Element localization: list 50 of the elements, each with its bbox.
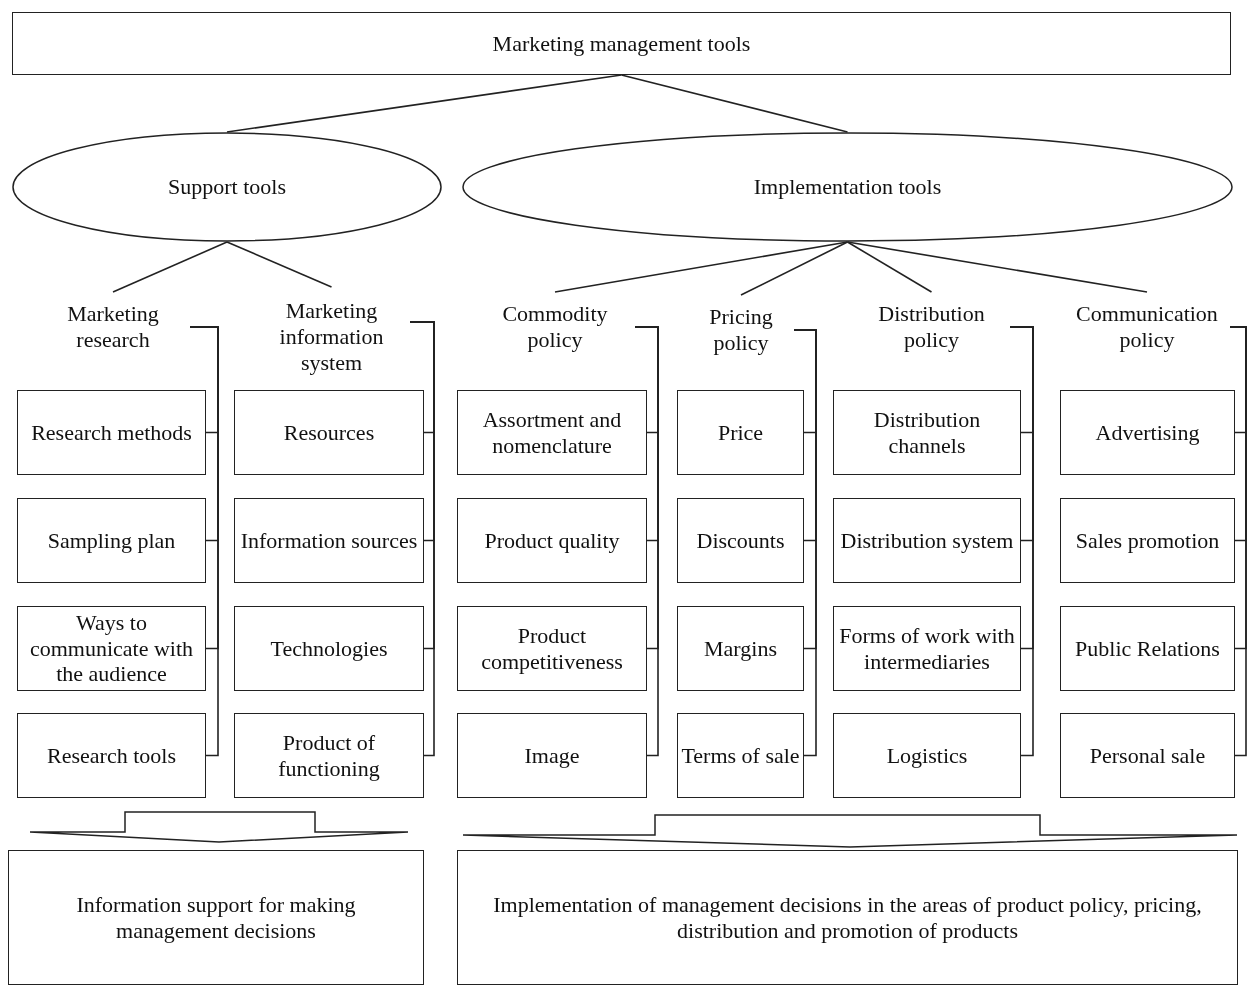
policy-heading: Pricing policy [690, 295, 792, 365]
policy-heading: Marketing information system [255, 287, 408, 387]
tool-box: Assortment and nomenclature [457, 390, 647, 475]
title-box: Marketing management tools [12, 12, 1231, 75]
tool-box: Information sources [234, 498, 424, 583]
policy-heading: Marketing research [38, 292, 188, 362]
bracket-connector [1229, 326, 1247, 757]
tool-box: Product quality [457, 498, 647, 583]
tool-box: Advertising [1060, 390, 1235, 475]
block-arrow [29, 811, 409, 843]
connector-line [112, 241, 228, 293]
tool-box: Image [457, 713, 647, 798]
tool-box: Resources [234, 390, 424, 475]
tool-box: Price [677, 390, 804, 475]
tool-box: Public Relations [1060, 606, 1235, 691]
tool-box: Sales promotion [1060, 498, 1235, 583]
tool-box: Product competitiveness [457, 606, 647, 691]
tool-box: Distribution channels [833, 390, 1021, 475]
bracket-connector [409, 321, 435, 757]
connector-line [846, 241, 1148, 293]
tool-box: Product of functioning [234, 713, 424, 798]
connector-line [226, 241, 333, 288]
tool-box: Distribution system [833, 498, 1021, 583]
connector-line [226, 74, 623, 133]
tool-box: Research methods [17, 390, 206, 475]
tool-box: Ways to communicate with the audience [17, 606, 206, 691]
tool-box: Sampling plan [17, 498, 206, 583]
connector-line [740, 241, 849, 296]
connector-line [846, 241, 933, 293]
block-arrow [462, 814, 1238, 848]
tool-box: Margins [677, 606, 804, 691]
category-label: Support tools [168, 174, 286, 200]
policy-heading: Commodity policy [477, 292, 633, 362]
bracket-connector [793, 329, 817, 757]
policy-heading: Communication policy [1066, 292, 1228, 362]
category-label: Implementation tools [753, 174, 942, 200]
result-box: Information support for making management decisions [8, 850, 424, 985]
policy-heading: Distribution policy [855, 292, 1008, 362]
tool-box: Terms of sale [677, 713, 804, 798]
tool-box: Personal sale [1060, 713, 1235, 798]
bracket-connector [1009, 326, 1034, 757]
result-box: Implementation of management decisions in the areas of product policy, pricing, distribution and promotion of products [457, 850, 1238, 985]
bracket-connector [189, 326, 219, 757]
tool-box: Technologies [234, 606, 424, 691]
tool-box: Logistics [833, 713, 1021, 798]
connector-line [620, 74, 849, 133]
tool-box: Forms of work with intermediaries [833, 606, 1021, 691]
tool-box: Discounts [677, 498, 804, 583]
tool-box: Research tools [17, 713, 206, 798]
bracket-connector [634, 326, 659, 757]
